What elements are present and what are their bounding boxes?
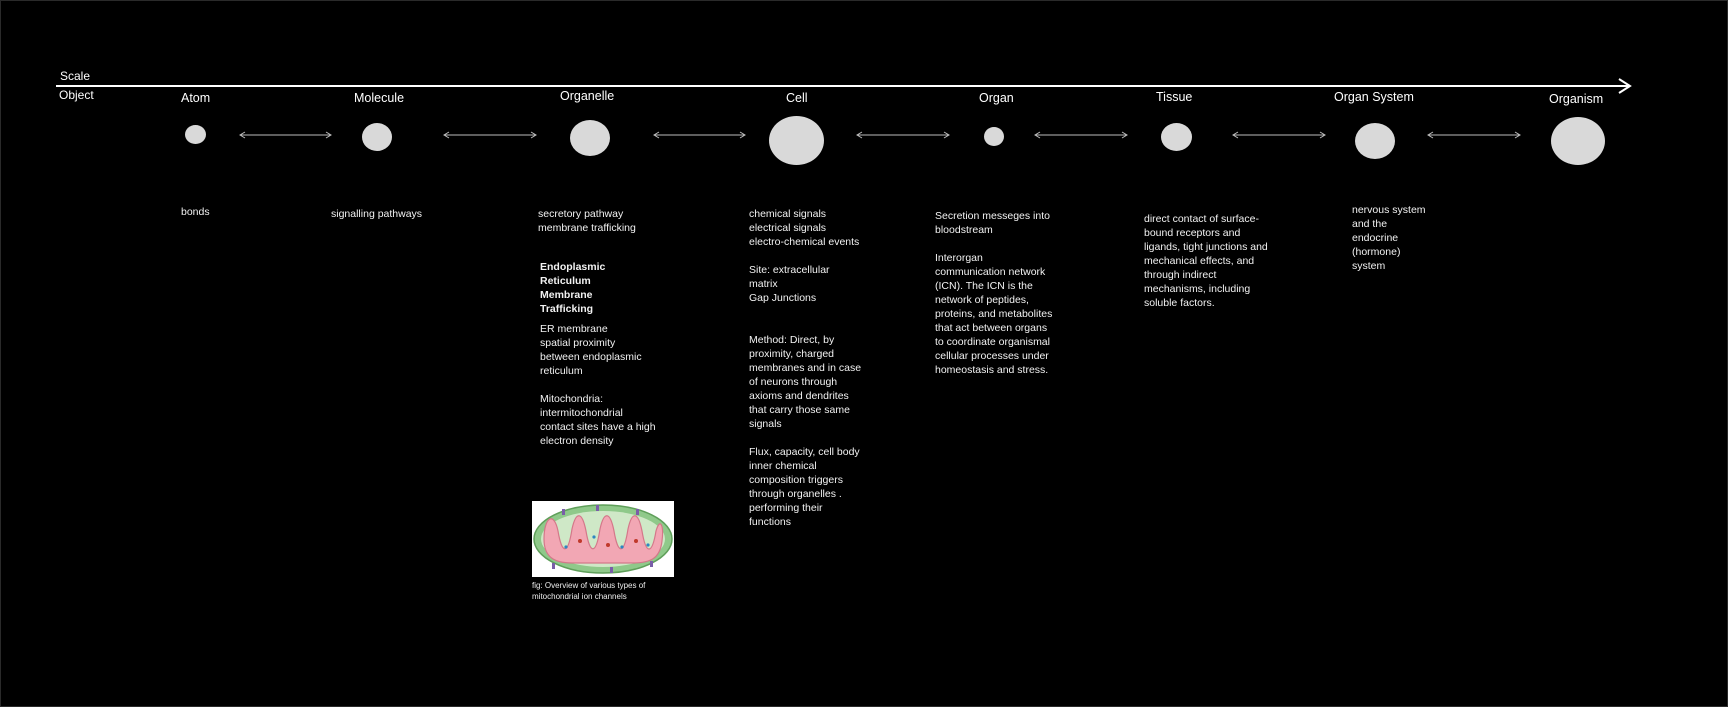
molecule-circle (362, 123, 392, 151)
cell-flux-description: Flux, capacity, cell body inner chemical… (749, 446, 860, 528)
tissue-description: direct contact of surface- bound recepto… (1144, 213, 1268, 309)
cell-signals-description: chemical signals electrical signals elec… (749, 208, 860, 248)
organism-circle (1551, 117, 1605, 165)
atom-circle (185, 125, 206, 144)
tissue-circle (1161, 123, 1192, 151)
atom-description: bonds (181, 206, 210, 218)
organ-circle (984, 127, 1004, 146)
level-tissue-label: Tissue (1156, 90, 1193, 104)
organ-system-circle (1355, 123, 1395, 159)
organelle-er-heading: Endoplasmic Reticulum Membrane Trafficki… (540, 261, 606, 315)
level-atom-label: Atom (181, 91, 211, 105)
level-cell-label: Cell (786, 91, 808, 105)
level-organ-label: Organ (979, 91, 1014, 105)
organelle-er-description: ER membrane spatial proximity between en… (540, 323, 642, 377)
cell-circle (769, 116, 824, 165)
scale-label: Scale (60, 69, 91, 83)
level-organism-label: Organism (1549, 92, 1604, 106)
level-molecule-label: Molecule (354, 91, 405, 105)
molecule-description: signalling pathways (331, 208, 423, 220)
connector-arrows (239, 131, 1521, 139)
cell-site-description: Site: extracellular matrix Gap Junctions (749, 264, 830, 304)
level-organelle-label: Organelle (560, 89, 615, 103)
organelle-circle (570, 120, 610, 156)
organ-icn-description: Interorgan communication network (ICN). … (935, 252, 1053, 376)
cell-method-description: Method: Direct, by proximity, charged me… (749, 334, 862, 430)
organelle-description-pathways: secretory pathway membrane trafficking (538, 208, 636, 234)
level-organ-system-label: Organ System (1334, 90, 1414, 104)
object-label: Object (59, 88, 94, 102)
organ-system-description: nervous system and the endocrine (hormon… (1352, 204, 1426, 272)
scale-axis-arrow (56, 78, 1632, 94)
mitochondrion-illustration (532, 501, 674, 577)
organelle-mitochondria-description: Mitochondria: intermitochondrial contact… (540, 393, 656, 447)
figure-caption: fig: Overview of various types of mitoch… (532, 581, 646, 601)
double-arrow-icon (239, 131, 1521, 139)
organ-secretion-description: Secretion messeges into bloodstream (935, 210, 1050, 236)
